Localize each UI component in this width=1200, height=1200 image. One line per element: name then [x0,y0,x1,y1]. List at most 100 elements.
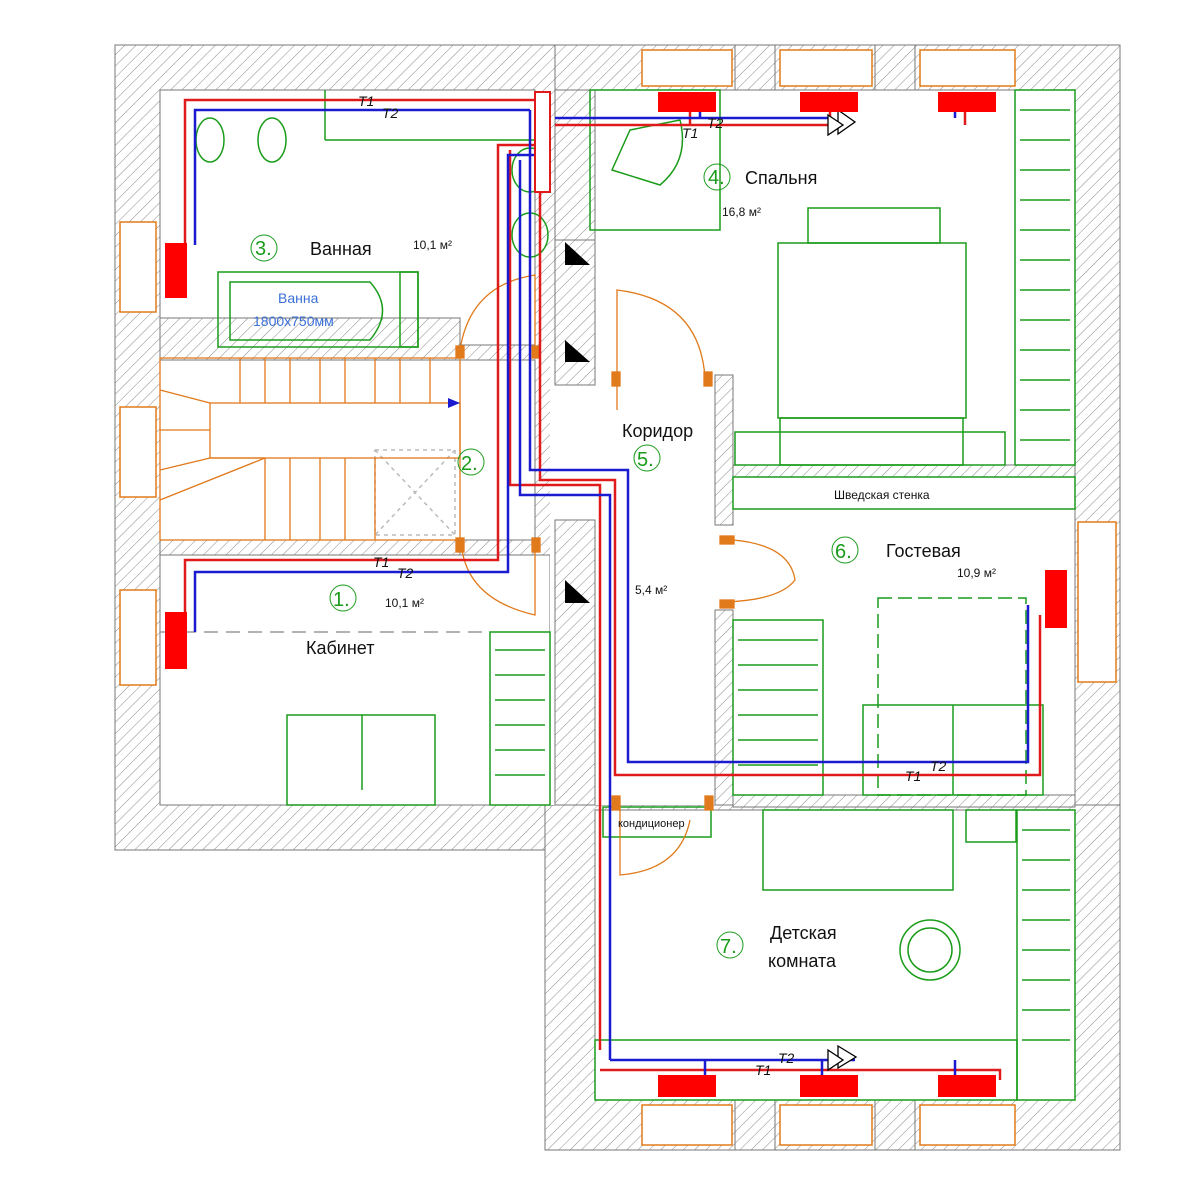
bed-footer [779,417,964,466]
riser-icon [565,242,590,265]
label-t1: T1 [358,93,374,109]
label-t2: T2 [707,115,724,131]
room-number: 7. [720,936,737,958]
wall-partition-7 [732,794,1076,808]
kids-table [965,809,1017,843]
label-t2: T2 [778,1050,795,1066]
window [641,49,733,87]
stair-arrow-icon [448,398,460,408]
kids-shelf [594,1039,1018,1101]
door-kids [619,805,691,876]
riser-icon [565,580,590,603]
room-number: 1. [333,589,350,611]
room-number: 6. [835,541,852,563]
riser-icon [565,340,590,362]
pump-icon [827,113,845,137]
wall-partition-6 [732,464,1076,478]
radiators [165,92,1067,1097]
bath-inner [229,281,384,341]
toilet-icon [195,117,225,163]
bath-label-line2: 1800х750мм [253,313,334,329]
window [119,589,157,686]
risers [565,242,590,603]
windows [119,49,1117,1146]
window [119,221,157,313]
label-t1: T1 [682,125,698,141]
wall-bars-label: Шведская стенка [834,488,930,502]
door-office [461,549,536,616]
ac-label: кондиционер [618,818,685,830]
room-number-circle [716,931,744,959]
chair [610,119,684,186]
bedside-table [734,431,1006,466]
label-t1: T1 [373,554,389,570]
room-number-circle [831,536,859,564]
room-number-circle [703,163,731,191]
door-guest [724,539,796,603]
label-t2: T2 [382,105,399,121]
radiator [658,1075,716,1097]
wall-pier-4 [874,1099,916,1151]
room-area: 5,4 м² [635,583,667,597]
guest-wardrobe [732,619,824,796]
room-name: Коридор [622,421,693,441]
guest-bed [877,597,1027,796]
doors [455,274,796,876]
radiator [800,1075,858,1097]
collector [534,91,551,193]
radiator [938,1075,996,1097]
wardrobe-hangers [1020,109,1070,441]
window [919,49,1016,87]
window [1077,521,1117,683]
window [641,1104,733,1146]
label-t1: T1 [755,1062,771,1078]
label-t2: T2 [397,565,414,581]
room-number: 2. [461,453,478,475]
toilet-icon [257,117,287,163]
room-number-circle [633,444,661,472]
desk [589,89,721,231]
pump-icon [827,1048,845,1072]
pump-icon [837,108,857,136]
room-number: 4. [708,167,725,189]
radiator [165,243,187,298]
room-number: 5. [637,449,654,471]
label-t1: T1 [905,768,921,784]
wall-partition-3 [554,519,596,806]
towel-rail [399,271,419,348]
room-number-circle [457,448,485,476]
office-wardrobe-lines [495,649,545,776]
stair-landing [374,449,456,536]
wall-partition-1 [554,89,596,241]
window [119,406,157,498]
kids-bed [762,809,954,891]
bath-label-line1: Ванна [278,290,319,306]
office-sofa [286,714,436,806]
radiator [800,92,858,112]
bed-pillow [807,207,941,244]
guest-wardrobe-lines [738,639,818,766]
window [919,1104,1016,1146]
room-area: 10,1 м² [413,238,452,252]
bed [777,242,967,419]
ac-unit [602,806,712,838]
radiator [938,92,996,112]
wall-left-block [114,44,556,851]
wall-partition-4 [714,374,734,526]
room-number-circle [329,584,357,612]
pump-icon [837,1044,858,1070]
kids-wardrobe-lines [1022,829,1070,1041]
wall-pier-3 [734,1099,776,1151]
pumps [827,108,858,1072]
wall-bottom-block [544,804,1121,1151]
room-name: Спальня [745,168,817,188]
room-name: Кабинет [306,638,374,658]
kids-rug [899,919,961,981]
radiator [165,612,187,669]
kids-wardrobe [1016,809,1076,1101]
room-area: 10,1 м² [385,596,424,610]
door-bedroom [616,289,706,410]
radiator [658,92,716,112]
wall-pier-1 [734,44,776,91]
